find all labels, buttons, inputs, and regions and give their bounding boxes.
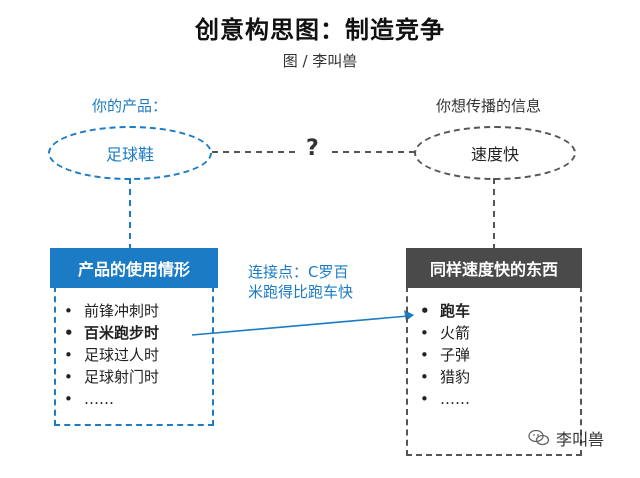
message-ellipse-label: 速度快 bbox=[470, 145, 519, 164]
product-ellipse-label: 足球鞋 bbox=[105, 145, 154, 164]
watermark-text: 李叫兽 bbox=[556, 430, 605, 449]
list-item: 子弹 bbox=[418, 344, 580, 366]
connection-line-1: 连接点：C罗百 bbox=[248, 263, 349, 281]
right-label: 你想传播的信息 bbox=[436, 97, 542, 115]
usage-list: 前锋冲刺时 百米跑步时 足球过人时 足球射门时 …… bbox=[62, 300, 212, 410]
wechat-icon bbox=[528, 429, 550, 446]
list-item: 足球过人时 bbox=[62, 344, 212, 366]
list-item: 百米跑步时 bbox=[62, 322, 212, 344]
watermark: 李叫兽 bbox=[528, 426, 604, 450]
usage-box-header: 产品的使用情形 bbox=[50, 248, 218, 288]
message-ellipse: 速度快 bbox=[414, 126, 576, 180]
list-item: 前锋冲刺时 bbox=[62, 300, 212, 322]
diagram-title: 创意构思图：制造竞争 bbox=[195, 16, 445, 44]
list-item: 猎豹 bbox=[418, 366, 580, 388]
list-item: …… bbox=[418, 388, 580, 410]
list-item: 火箭 bbox=[418, 322, 580, 344]
usage-box: 前锋冲刺时 百米跑步时 足球过人时 足球射门时 …… bbox=[54, 286, 214, 426]
connection-point-text: 连接点：C罗百 米跑得比跑车快 bbox=[248, 262, 353, 302]
product-ellipse: 足球鞋 bbox=[48, 126, 212, 180]
left-label: 你的产品： bbox=[92, 97, 168, 115]
usage-box-title: 产品的使用情形 bbox=[77, 260, 190, 279]
list-item: 跑车 bbox=[418, 300, 580, 322]
list-item: …… bbox=[62, 388, 212, 410]
question-mark: ? bbox=[306, 136, 319, 161]
author-credit: 图 / 李叫兽 bbox=[282, 52, 358, 70]
arrow-line bbox=[191, 315, 409, 336]
list-item: 足球射门时 bbox=[62, 366, 212, 388]
similar-list: 跑车 火箭 子弹 猎豹 …… bbox=[418, 300, 580, 410]
connection-line-2: 米跑得比跑车快 bbox=[248, 283, 354, 301]
similar-box-title: 同样速度快的东西 bbox=[429, 260, 558, 279]
similar-box-header: 同样速度快的东西 bbox=[406, 248, 582, 288]
